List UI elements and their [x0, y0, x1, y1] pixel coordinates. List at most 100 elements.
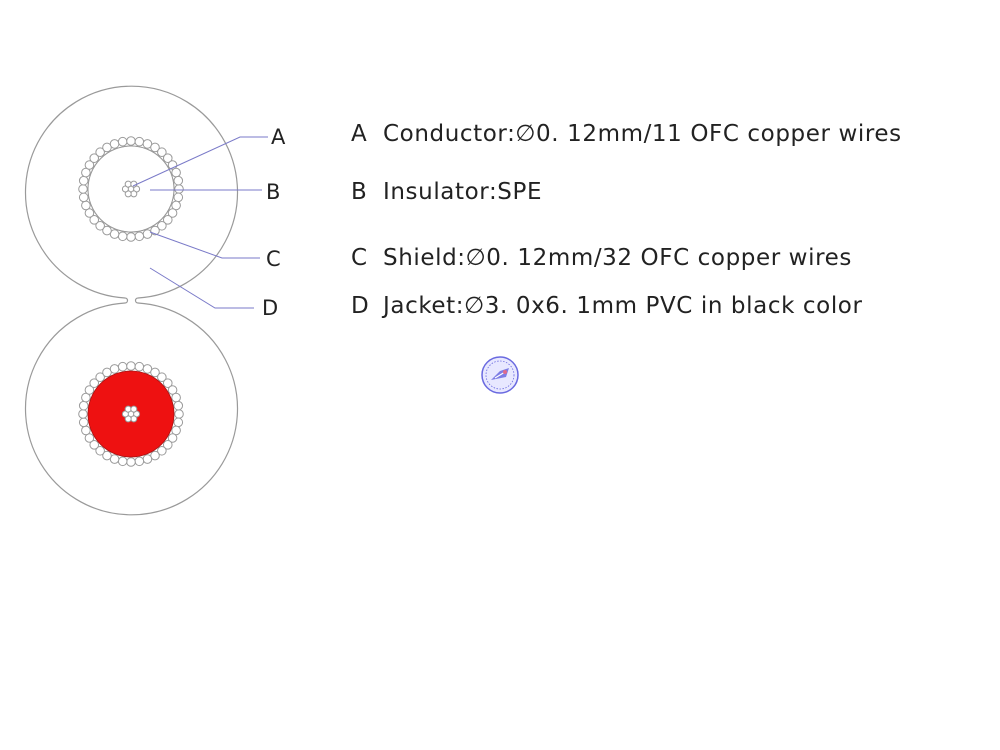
shield-strand	[102, 225, 112, 236]
shield-strand	[84, 160, 95, 170]
leader-line-a	[132, 136, 268, 187]
shield-strand	[81, 425, 91, 436]
shield-strand	[89, 153, 100, 163]
shield-strand	[134, 456, 145, 467]
shield-strand	[157, 220, 167, 231]
shield-strand	[84, 385, 95, 395]
shield-strand	[157, 372, 167, 383]
shield-strand	[81, 167, 91, 178]
shield-strand	[81, 200, 91, 211]
shield-strand	[78, 192, 89, 203]
spec-letter: A	[351, 121, 368, 147]
shield-strand	[142, 229, 153, 239]
shield-strand	[78, 409, 88, 419]
shield-strand	[84, 208, 95, 218]
shield-strand	[95, 372, 105, 383]
shield-strand	[174, 184, 184, 194]
spec-line-jacket: D Jacket:∅3. 0x6. 1mm PVC in black color	[351, 292, 863, 320]
shield-strand	[102, 450, 112, 461]
shield-strand	[117, 231, 128, 242]
shield-strand	[173, 192, 184, 203]
shield-strand	[150, 142, 160, 153]
shield-strand	[78, 175, 89, 186]
callout-a: A	[271, 125, 286, 149]
shield-strand	[174, 409, 184, 419]
shield-strand	[78, 400, 89, 411]
shield-strand	[109, 454, 120, 464]
bottom-conductor-strands	[121, 405, 141, 423]
shield-strand	[167, 385, 178, 395]
shield-strand	[142, 364, 153, 374]
shield-strand	[150, 367, 160, 378]
shield-strand	[173, 175, 184, 186]
shield-strand	[81, 392, 91, 403]
shield-strand	[157, 445, 167, 456]
spec-letter: D	[351, 293, 370, 319]
jacket-outline	[24, 85, 239, 516]
shield-strand	[117, 136, 128, 147]
shield-strand	[171, 425, 181, 436]
shield-strand	[162, 378, 173, 388]
bottom-shield-strands	[78, 361, 184, 467]
spec-text: Jacket:∅3. 0x6. 1mm PVC in black color	[383, 293, 863, 319]
shield-strand	[173, 400, 184, 411]
shield-strand	[95, 147, 105, 158]
spec-line-insulator: B Insulator:SPE	[351, 178, 542, 206]
shield-strand	[109, 364, 120, 374]
shield-strand	[117, 456, 128, 467]
spec-line-shield: C Shield:∅0. 12mm/32 OFC copper wires	[351, 244, 852, 272]
shield-strand	[171, 200, 181, 211]
spec-letter: B	[351, 179, 368, 205]
spec-text: Insulator:SPE	[383, 179, 543, 205]
shield-strand	[162, 215, 173, 225]
shield-strand	[109, 139, 120, 149]
shield-strand	[142, 454, 153, 464]
shield-strand	[89, 440, 100, 450]
shield-strand	[78, 184, 88, 194]
shield-strand	[126, 136, 136, 146]
top-conductor-strands	[121, 180, 141, 198]
shield-strand	[134, 231, 145, 242]
callout-c: C	[266, 247, 281, 271]
shield-strand	[89, 215, 100, 225]
shield-strand	[167, 433, 178, 443]
shield-strand	[167, 208, 178, 218]
shield-strand	[162, 440, 173, 450]
leader-line-d	[149, 267, 254, 309]
shield-strand	[78, 417, 89, 428]
shield-strand	[173, 417, 184, 428]
shield-strand	[126, 457, 136, 467]
leader-line-c	[149, 231, 260, 259]
callout-b: B	[266, 180, 280, 204]
shield-strand	[109, 229, 120, 239]
shield-strand	[117, 361, 128, 372]
shield-strand	[142, 139, 153, 149]
shield-strand	[171, 167, 181, 178]
shield-strand	[126, 361, 136, 371]
shield-strand	[134, 136, 145, 147]
shield-strand	[126, 232, 136, 242]
spec-line-conductor: A Conductor:∅0. 12mm/11 OFC copper wires	[351, 120, 902, 148]
callout-d: D	[262, 296, 278, 320]
shield-strand	[95, 445, 105, 456]
shield-strand	[157, 147, 167, 158]
shield-strand	[95, 220, 105, 231]
spec-letter: C	[351, 245, 368, 271]
shield-strand	[134, 361, 145, 372]
shield-strand	[150, 450, 160, 461]
shield-strand	[84, 433, 95, 443]
conductor-strand	[130, 405, 138, 413]
spec-text: Shield:∅0. 12mm/32 OFC copper wires	[383, 245, 852, 271]
spec-text: Conductor:∅0. 12mm/11 OFC copper wires	[383, 121, 902, 147]
shield-strand	[162, 153, 173, 163]
top-shield-strands	[78, 136, 184, 242]
top-core	[78, 136, 184, 242]
shield-strand	[171, 392, 181, 403]
bottom-core	[78, 361, 184, 467]
shield-strand	[89, 378, 100, 388]
shield-strand	[102, 367, 112, 378]
shield-strand	[102, 142, 112, 153]
watermark-logo-icon	[481, 356, 519, 394]
leader-lines	[132, 136, 268, 309]
